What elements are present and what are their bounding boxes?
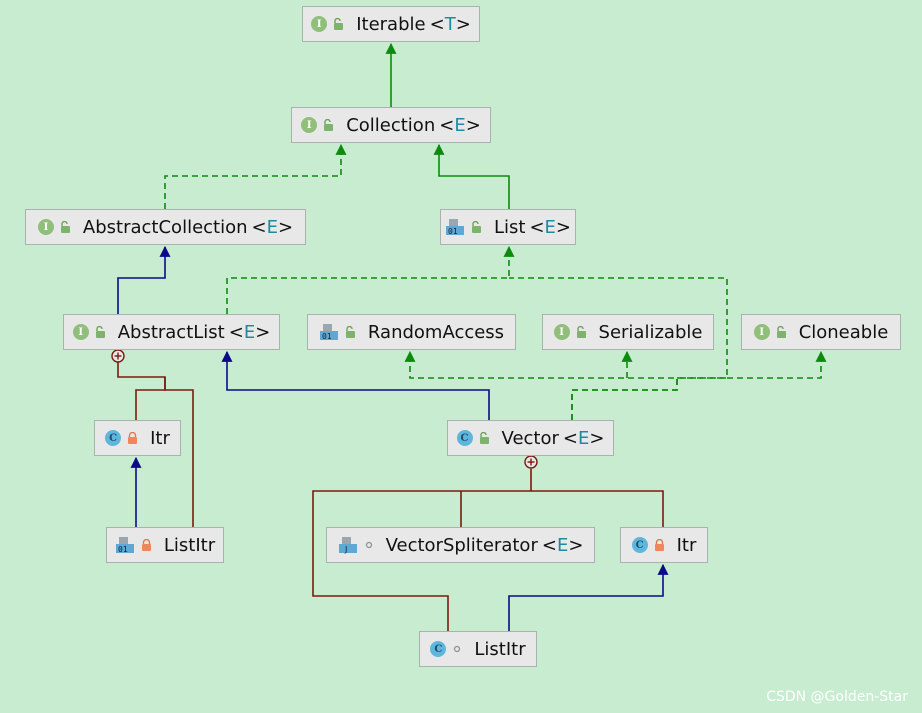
edge-vector-listitr-extends-itr bbox=[508, 563, 669, 631]
generic-type-param: E bbox=[556, 534, 569, 556]
public-unlock-icon bbox=[60, 221, 71, 233]
public-unlock-icon bbox=[95, 326, 106, 338]
private-lock-icon bbox=[127, 432, 138, 444]
watermark-text: CSDN @Golden-Star bbox=[766, 689, 908, 705]
edge-abstractlist-inner-itr bbox=[117, 362, 166, 420]
node-name: Vector bbox=[501, 427, 559, 449]
node-serializable[interactable]: I Serializable bbox=[542, 314, 714, 350]
generic-type-param: E bbox=[454, 114, 466, 136]
public-unlock-icon bbox=[333, 18, 344, 30]
public-unlock-icon bbox=[323, 119, 334, 131]
public-unlock-icon bbox=[576, 326, 587, 338]
node-random-access[interactable]: 01 RandomAccess bbox=[307, 314, 516, 350]
public-unlock-icon bbox=[345, 326, 356, 338]
node-listitr-abstract[interactable]: 01 ListItr bbox=[106, 527, 224, 563]
private-lock-icon bbox=[141, 539, 152, 551]
edge-abstractlist-extends-abstractcollection bbox=[117, 245, 171, 314]
interface-icon: I bbox=[311, 16, 328, 32]
edge-abstractcollection-implements-collection bbox=[164, 143, 347, 209]
node-iterable[interactable]: I Iterable<T> bbox=[302, 6, 480, 42]
node-name: RandomAccess bbox=[367, 321, 505, 343]
svg-text:J: J bbox=[344, 545, 347, 554]
inner-class-plus-icon bbox=[111, 349, 125, 363]
edge-vector-inner-itr bbox=[531, 490, 664, 527]
interface-icon: I bbox=[72, 324, 89, 340]
binary-class-icon: 01 bbox=[115, 536, 135, 554]
node-name: Collection bbox=[346, 114, 436, 136]
edge-list-extends-collection bbox=[433, 143, 510, 209]
node-collection[interactable]: I Collection<E> bbox=[291, 107, 491, 143]
node-cloneable[interactable]: I Cloneable bbox=[741, 314, 901, 350]
node-name: Iterable bbox=[356, 13, 426, 35]
node-name: ListItr bbox=[163, 534, 216, 556]
node-name: List bbox=[493, 216, 526, 238]
node-itr-abstract[interactable]: C Itr bbox=[94, 420, 181, 456]
public-unlock-icon bbox=[471, 221, 482, 233]
generic-type-param: E bbox=[577, 427, 590, 449]
binary-interface-icon: 01 bbox=[319, 323, 339, 341]
private-lock-icon bbox=[654, 539, 665, 551]
binary-interface-icon: 01 bbox=[445, 218, 465, 236]
interface-icon: I bbox=[301, 117, 318, 133]
node-list[interactable]: 01 List<E> bbox=[440, 209, 576, 245]
edge-vector-implements-cloneable bbox=[677, 350, 827, 379]
node-generic: <E> bbox=[439, 114, 481, 136]
edge-abstractlist-inner-listitr bbox=[164, 377, 194, 527]
class-icon: C bbox=[456, 430, 473, 446]
class-icon: C bbox=[430, 641, 447, 657]
edge-vector-extends-abstractlist bbox=[221, 350, 490, 420]
node-name: VectorSpliterator bbox=[385, 534, 538, 556]
package-private-icon bbox=[364, 540, 374, 550]
node-name: Itr bbox=[676, 534, 697, 556]
generic-type-param: E bbox=[243, 321, 256, 343]
interface-icon: I bbox=[553, 324, 570, 340]
node-generic: <E> bbox=[529, 216, 572, 238]
node-generic: <E> bbox=[251, 216, 294, 238]
node-name: ListItr bbox=[474, 638, 526, 660]
node-name: Itr bbox=[150, 427, 170, 449]
inner-class-plus-icon bbox=[524, 455, 538, 469]
java-file-icon: J bbox=[338, 536, 358, 554]
node-name: Serializable bbox=[598, 321, 703, 343]
edge-vector-implements-randomaccess bbox=[404, 350, 678, 420]
edge-vector-inner-listitr bbox=[312, 469, 532, 631]
svg-text:01: 01 bbox=[448, 227, 458, 236]
node-generic: <E> bbox=[541, 534, 584, 556]
edge-abstractlist-implements-list bbox=[226, 245, 515, 314]
generic-type-param: E bbox=[266, 216, 278, 238]
node-generic: <T> bbox=[429, 13, 471, 35]
svg-text:01: 01 bbox=[118, 545, 128, 554]
public-unlock-icon bbox=[479, 432, 490, 444]
node-name: AbstractList bbox=[117, 321, 225, 343]
node-itr-vector[interactable]: C Itr bbox=[620, 527, 708, 563]
public-unlock-icon bbox=[776, 326, 787, 338]
svg-text:01: 01 bbox=[322, 332, 332, 341]
node-abstract-collection[interactable]: I AbstractCollection<E> bbox=[25, 209, 306, 245]
node-listitr-vector[interactable]: C ListItr bbox=[419, 631, 537, 667]
generic-type-param: E bbox=[544, 216, 556, 238]
package-private-icon bbox=[452, 644, 462, 654]
generic-type-param: T bbox=[444, 13, 456, 35]
node-generic: <E> bbox=[562, 427, 605, 449]
node-abstract-list[interactable]: I AbstractList<E> bbox=[63, 314, 280, 350]
interface-icon: I bbox=[753, 324, 770, 340]
node-name: AbstractCollection bbox=[82, 216, 248, 238]
class-icon: C bbox=[631, 537, 648, 553]
node-vector-spliterator[interactable]: J VectorSpliterator<E> bbox=[326, 527, 595, 563]
node-vector[interactable]: C Vector<E> bbox=[447, 420, 614, 456]
interface-icon: I bbox=[37, 219, 54, 235]
class-icon: C bbox=[105, 430, 122, 446]
node-generic: <E> bbox=[228, 321, 271, 343]
node-name: Cloneable bbox=[798, 321, 889, 343]
